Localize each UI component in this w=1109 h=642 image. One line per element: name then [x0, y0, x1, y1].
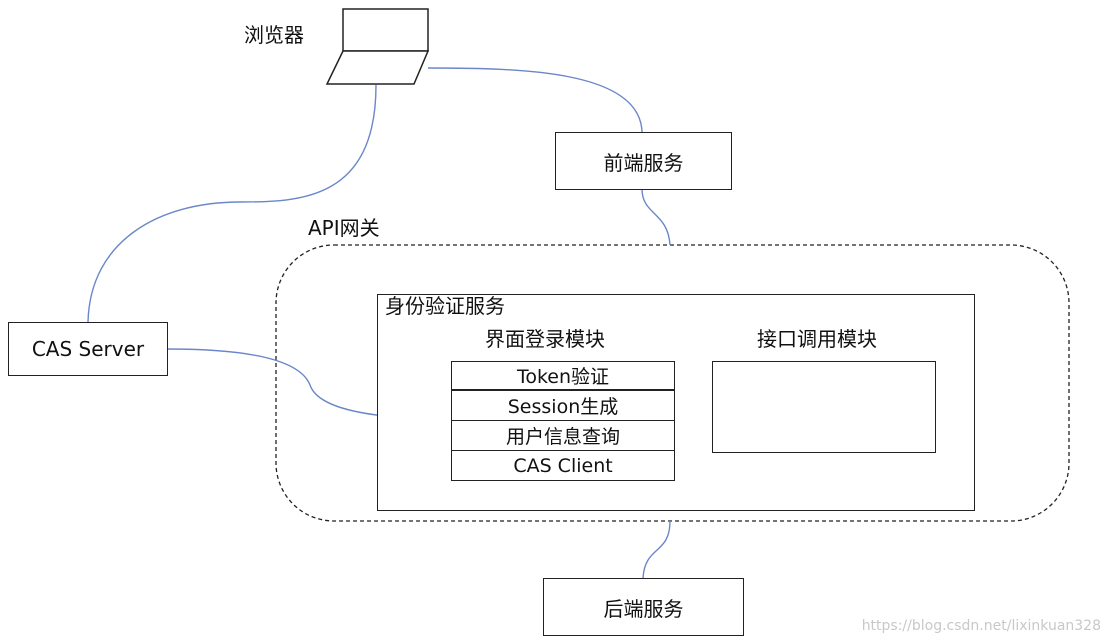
browser-label: 浏览器 [244, 23, 304, 47]
login-module-stack: Token验证 Session生成 用户信息查询 CAS Client [451, 361, 675, 481]
connector-frontend-gateway [641, 188, 671, 246]
cas-client-row: CAS Client [451, 451, 675, 481]
connector-browser-frontend [427, 67, 643, 133]
watermark: https://blog.csdn.net/lixinkuan328 [861, 618, 1101, 634]
backend-service-label: 后端服务 [603, 596, 684, 621]
api-gateway-boundary [275, 244, 1070, 522]
login-module-title: 界面登录模块 [485, 327, 605, 351]
backend-service-box: 后端服务 [543, 578, 744, 636]
cas-server-label: CAS Server [31, 337, 145, 361]
connector-gateway-backend [642, 520, 671, 579]
laptop-icon [325, 8, 430, 85]
api-module-box [712, 361, 936, 453]
token-verify-row: Token验证 [451, 361, 675, 391]
session-create-row: Session生成 [451, 391, 675, 421]
user-info-query-row: 用户信息查询 [451, 421, 675, 451]
auth-service-title: 身份验证服务 [385, 294, 505, 318]
cas-server-box: CAS Server [8, 322, 168, 376]
frontend-service-label: 前端服务 [603, 150, 684, 175]
api-gateway-label: API网关 [308, 216, 380, 240]
connector-browser-casserver [87, 84, 377, 323]
api-module-title: 接口调用模块 [757, 327, 877, 351]
frontend-service-box: 前端服务 [555, 132, 732, 190]
